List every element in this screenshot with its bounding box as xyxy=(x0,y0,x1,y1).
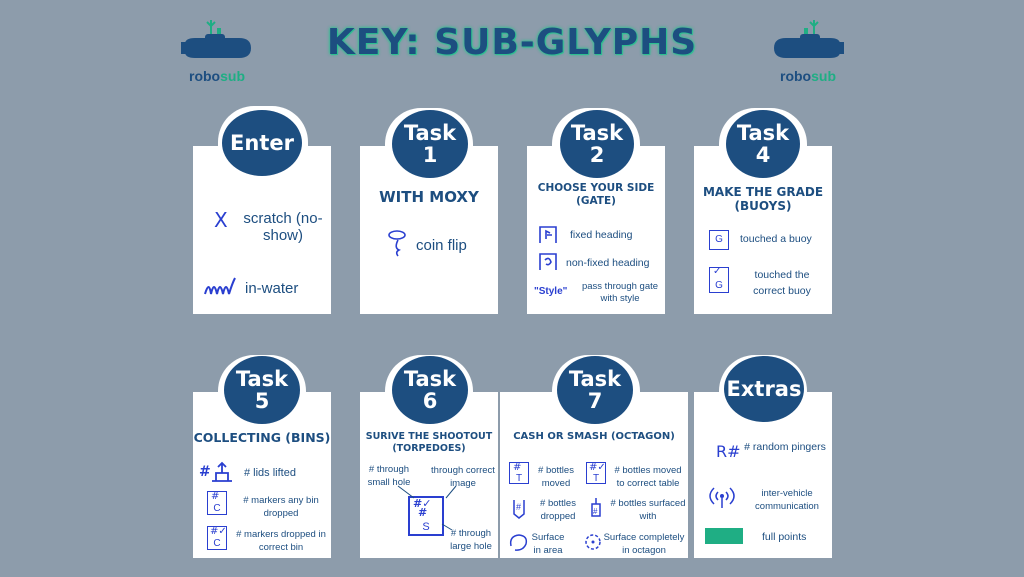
label-scratch: scratch (no-show) xyxy=(243,210,323,244)
label-markers-correct: # markers dropped in correct bin xyxy=(236,529,326,554)
badge-number: 5 xyxy=(254,389,270,413)
svg-text:#: # xyxy=(593,507,598,516)
badge-label: Enter xyxy=(230,130,294,155)
label-bottles-surfaced: # bottles surfaced with xyxy=(610,498,686,523)
buoy-glyph: G xyxy=(709,230,729,250)
badge-enter: Enter xyxy=(222,110,302,176)
robosub-logo-left: robosub xyxy=(181,18,253,84)
hash-check-icon: #✓ xyxy=(210,526,227,537)
label-small-hole: # through small hole xyxy=(367,464,411,488)
logo-text-sub: sub xyxy=(811,68,836,84)
arrows-icon xyxy=(397,485,457,531)
bottles-moved-glyph: T xyxy=(509,462,529,484)
badge-label: Task xyxy=(403,366,457,391)
robosub-logo-right: robosub xyxy=(772,18,844,84)
glyph-hash: # xyxy=(199,464,211,480)
heading-task6: SURIVE THE SHOOTOUT (TORPEDOES) xyxy=(365,431,493,454)
label-style: pass through gate with style xyxy=(581,281,659,305)
check-icon: ✓ xyxy=(713,266,722,277)
bottle-dropped-icon: # xyxy=(513,500,525,519)
glyph-in-water xyxy=(203,276,237,304)
heading-task5: COLLECTING (BINS) xyxy=(193,430,331,445)
torpedo-glyph: S xyxy=(408,496,444,536)
surface-octagon-icon xyxy=(585,534,601,550)
label-large-hole: # through large hole xyxy=(450,528,492,552)
torpedo-hash-icon: # xyxy=(418,506,428,519)
label-correct-buoy: touched the correct buoy xyxy=(753,269,811,297)
submarine-icon xyxy=(774,20,844,58)
page-title: KEY: SUB-GLYPHS xyxy=(326,22,698,63)
badge-label: Task xyxy=(403,120,457,145)
heading-task1: WITH MOXY xyxy=(379,188,479,206)
label-bottles-dropped: # bottles dropped xyxy=(540,498,576,523)
label-correct-image: through correct image xyxy=(431,465,495,489)
heading-task7: CASH OR SMASH (OCTAGON) xyxy=(513,431,675,442)
label-random-pingers: # random pingers xyxy=(744,441,826,453)
surface-area-icon xyxy=(509,534,528,551)
glyph-random-pinger: R# xyxy=(716,442,741,461)
bottles-correct-glyph: T xyxy=(586,462,606,484)
glyph-scratch: X xyxy=(214,208,228,232)
label-surface-octagon: Surface completely in octagon xyxy=(603,532,685,557)
badge-label: Task xyxy=(235,366,289,391)
badge-number: 1 xyxy=(422,143,438,167)
marker-correct-glyph: C xyxy=(207,526,227,550)
hash-check-icon: #✓ xyxy=(589,462,606,473)
badge-label: Extras xyxy=(726,376,802,401)
communication-icon xyxy=(709,487,735,508)
full-points-swatch xyxy=(705,528,743,544)
hash-icon: # xyxy=(211,491,220,502)
hash-icon: # xyxy=(513,462,522,473)
label-lids-lifted: # lids lifted xyxy=(244,467,296,479)
label-bottles-correct: # bottles moved to correct table xyxy=(614,465,682,490)
label-markers-any: # markers any bin dropped xyxy=(243,495,319,520)
badge-label: Task xyxy=(736,120,790,145)
svg-text:#: # xyxy=(516,502,521,512)
badge-extras: Extras xyxy=(724,356,804,422)
label-coin-flip: coin flip xyxy=(416,237,467,254)
heading-task2: CHOOSE YOUR SIDE (GATE) xyxy=(537,182,655,207)
badge-number: 7 xyxy=(587,389,603,413)
fixed-heading-icon xyxy=(539,226,557,243)
logo-text-sub: sub xyxy=(220,68,245,84)
correct-buoy-glyph: G xyxy=(709,267,729,293)
in-water-icon xyxy=(204,277,236,295)
label-fixed-heading: fixed heading xyxy=(570,229,633,241)
badge-label: Task xyxy=(570,120,624,145)
glyph-style: "Style" xyxy=(534,286,568,297)
submarine-icon xyxy=(181,20,251,58)
label-touched-buoy: touched a buoy xyxy=(740,233,812,245)
marker-any-glyph: C xyxy=(207,491,227,515)
heading-task4: MAKE THE GRADE (BUOYS) xyxy=(702,185,824,214)
coin-flip-icon xyxy=(388,230,406,257)
non-fixed-heading-icon xyxy=(539,253,557,270)
label-full-points: full points xyxy=(762,531,807,543)
lid-lift-icon xyxy=(212,461,232,482)
logo-text-robo: robo xyxy=(780,68,812,84)
label-bottles-moved: # bottles moved xyxy=(538,465,574,490)
label-inter-vehicle: inter-vehicle communication xyxy=(755,488,819,513)
torpedo-marks-icon: #✓ xyxy=(413,497,432,510)
badge-label: Task xyxy=(568,366,622,391)
label-non-fixed-heading: non-fixed heading xyxy=(566,257,650,269)
badge-number: 2 xyxy=(589,143,605,167)
label-surface-area: Surface in area xyxy=(531,532,565,557)
badge-number: 6 xyxy=(422,389,438,413)
badge-number: 4 xyxy=(755,143,771,167)
logo-text-robo: robo xyxy=(189,68,221,84)
bottle-surfaced-icon: # xyxy=(591,498,601,517)
label-in-water: in-water xyxy=(245,280,299,297)
